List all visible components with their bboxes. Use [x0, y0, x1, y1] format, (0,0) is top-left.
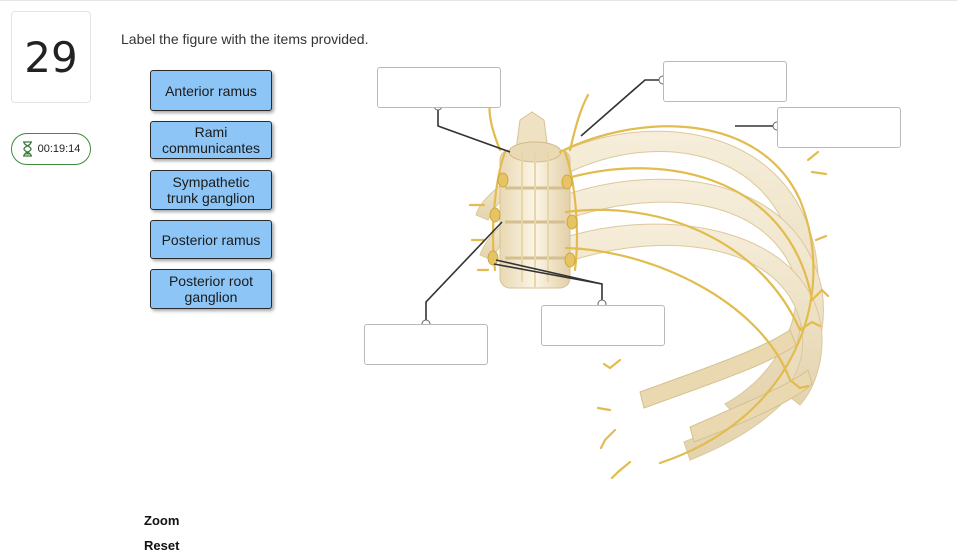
vertebral-column [499, 111, 571, 289]
label-chip-text: Posterior root ganglion [168, 273, 254, 305]
instruction-text: Label the figure with the items provided… [121, 31, 369, 47]
label-chip-text: Rami communicantes [161, 124, 261, 156]
zoom-button[interactable]: Zoom [144, 513, 180, 528]
question-number: 29 [11, 11, 91, 103]
ganglia [487, 172, 578, 268]
label-chip-posterior-ramus[interactable]: Posterior ramus [150, 220, 272, 259]
label-chip-anterior-ramus[interactable]: Anterior ramus [150, 70, 272, 111]
timer-value: 00:19:14 [37, 143, 81, 155]
label-chip-sympathetic-trunk-ganglion[interactable]: Sympathetic trunk ganglion [150, 170, 272, 210]
top-divider [0, 0, 957, 1]
timer: 00:19:14 [11, 133, 91, 165]
drop-target-1[interactable] [377, 67, 501, 108]
leader-lines [425, 79, 777, 324]
label-chip-text: Posterior ramus [161, 231, 261, 248]
label-chip-text: Anterior ramus [165, 82, 257, 99]
reset-button[interactable]: Reset [144, 538, 180, 553]
nerves [468, 93, 830, 480]
drop-target-5[interactable] [364, 324, 488, 365]
label-chip-posterior-root-ganglion[interactable]: Posterior root ganglion [150, 269, 272, 309]
hourglass-icon [22, 141, 32, 157]
drop-target-3[interactable] [777, 107, 901, 148]
drop-target-2[interactable] [663, 61, 787, 102]
label-chip-text: Sympathetic trunk ganglion [167, 174, 255, 206]
label-chip-rami-communicantes[interactable]: Rami communicantes [150, 121, 272, 159]
drop-target-4[interactable] [541, 305, 665, 346]
